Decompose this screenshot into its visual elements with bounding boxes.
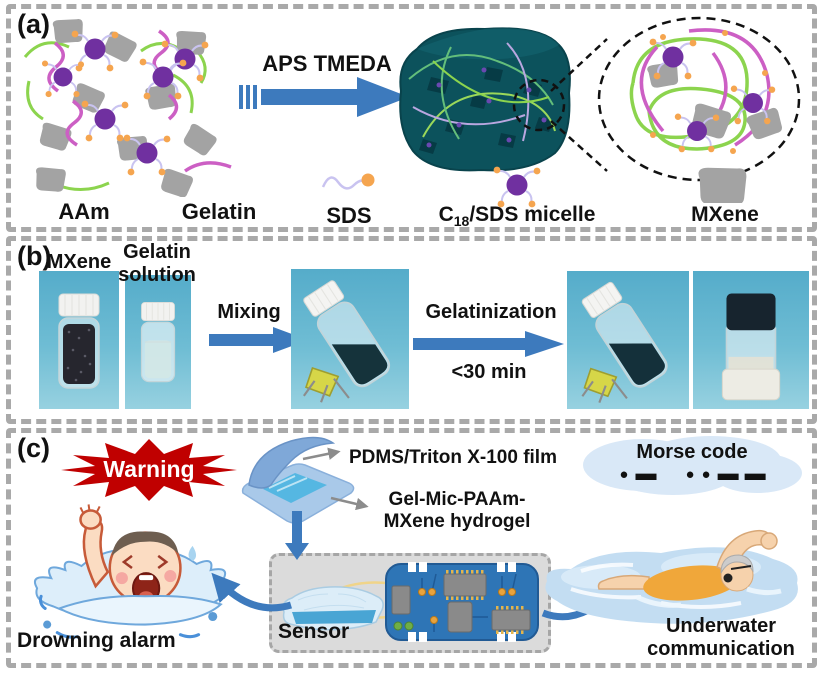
morse-dot: ● xyxy=(619,465,629,483)
network-zoom-ellipse-illustration xyxy=(597,16,801,182)
morse-dash: ▬ xyxy=(717,462,739,485)
gelatin-vial-label-line2: solution xyxy=(118,264,196,286)
photo-mixed-solution-tilted-vial xyxy=(291,269,409,409)
monomer-mixture-illustration xyxy=(23,17,232,197)
hydrogel-cube-illustration xyxy=(399,27,571,172)
morse-code-symbols: ● ▬ ● ● ▬ ▬ xyxy=(581,462,803,485)
film-label: PDMS/Triton X-100 film xyxy=(349,447,557,468)
mixing-arrow-icon xyxy=(209,327,308,353)
tilted-vial-illustration xyxy=(302,280,391,403)
reaction-condition-label: APS TMEDA xyxy=(262,51,392,76)
down-arrow-icon xyxy=(285,511,309,560)
panel-a-synthesis-scheme: (a) xyxy=(6,4,817,232)
photo-gelled-tilted-vial xyxy=(567,271,689,409)
mxene-vial-illustration xyxy=(58,293,100,389)
mixing-arrow-label: Mixing xyxy=(217,301,281,323)
morse-code-title: Morse code xyxy=(636,441,748,463)
gelatinization-arrow-icon xyxy=(413,331,564,357)
hydrogel-label-line1: Gel-Mic-PAAm- xyxy=(388,489,526,510)
photo-gelatin-solution-vial xyxy=(125,275,191,409)
drowning-alarm-label: Drowning alarm xyxy=(17,629,176,652)
reaction-arrow-icon xyxy=(239,77,409,117)
gelled-tilted-vial-illustration xyxy=(581,281,668,404)
sds-molecule-icon xyxy=(321,173,375,190)
morse-code-cloud: Morse code ● ▬ ● ● ▬ ▬ xyxy=(581,433,803,499)
swimmer-illustration xyxy=(545,529,798,624)
warning-burst: Warning xyxy=(57,437,241,503)
gelatinization-arrow-label: Gelatinization xyxy=(425,301,557,323)
gelatin-label: Gelatin xyxy=(181,199,257,224)
micelle-label-sub: 18 xyxy=(453,213,470,230)
mxene-flake-icon xyxy=(696,163,751,203)
warning-label: Warning xyxy=(103,456,195,482)
panel-b-label: (b) xyxy=(17,241,52,271)
film-hydrogel-illustration xyxy=(241,436,355,524)
micelle-label-main: C xyxy=(438,203,454,226)
underwater-label-line1: Underwater xyxy=(665,615,777,637)
morse-dot: ● xyxy=(685,465,695,483)
underwater-label-line2: communication xyxy=(647,638,795,660)
morse-dot: ● xyxy=(701,465,711,483)
sds-label: SDS xyxy=(326,203,372,228)
panel-c-label: (c) xyxy=(17,433,50,463)
hydrogel-label-line2: MXene hydrogel xyxy=(383,510,531,532)
curved-arrow-to-drowning-icon xyxy=(211,572,293,612)
mxene-label: MXene xyxy=(691,203,759,226)
gelatinization-time-label: <30 min xyxy=(451,361,527,383)
circuit-board-illustration xyxy=(385,562,539,642)
zoom-link-dashed-lines xyxy=(550,38,608,172)
drowning-baby-illustration xyxy=(33,504,233,639)
panel-a-label: (a) xyxy=(17,9,50,39)
panel-c-applications: (c) Warning Drowning alarm xyxy=(6,428,817,668)
micelle-label-rest: /SDS micelle xyxy=(469,203,596,226)
film-pointer-arrow-icon xyxy=(302,447,341,461)
aam-label: AAm xyxy=(58,199,110,224)
photo-inverted-vial xyxy=(693,271,809,409)
inverted-vial-illustration xyxy=(721,293,781,401)
gelatin-vial-label-line1: Gelatin xyxy=(123,241,191,263)
hydrogel-pointer-arrow-icon xyxy=(330,496,369,511)
mxene-vial-label: MXene xyxy=(46,251,112,273)
gelatin-vial-illustration xyxy=(140,301,176,383)
photo-mxene-vial xyxy=(39,271,119,409)
hydrogel-label: Gel-Mic-PAAm-MXene hydrogel xyxy=(369,489,545,533)
warning-burst-icon xyxy=(61,439,237,501)
sensor-label: Sensor xyxy=(278,620,350,643)
sensor-film-illustration xyxy=(282,586,384,631)
micelle-label: C18/SDS micelle xyxy=(415,203,619,229)
morse-dash: ▬ xyxy=(635,462,656,485)
cloud-icon xyxy=(583,436,802,495)
sensor-module-box: Sensor xyxy=(269,553,551,653)
morse-dash: ▬ xyxy=(744,462,766,485)
